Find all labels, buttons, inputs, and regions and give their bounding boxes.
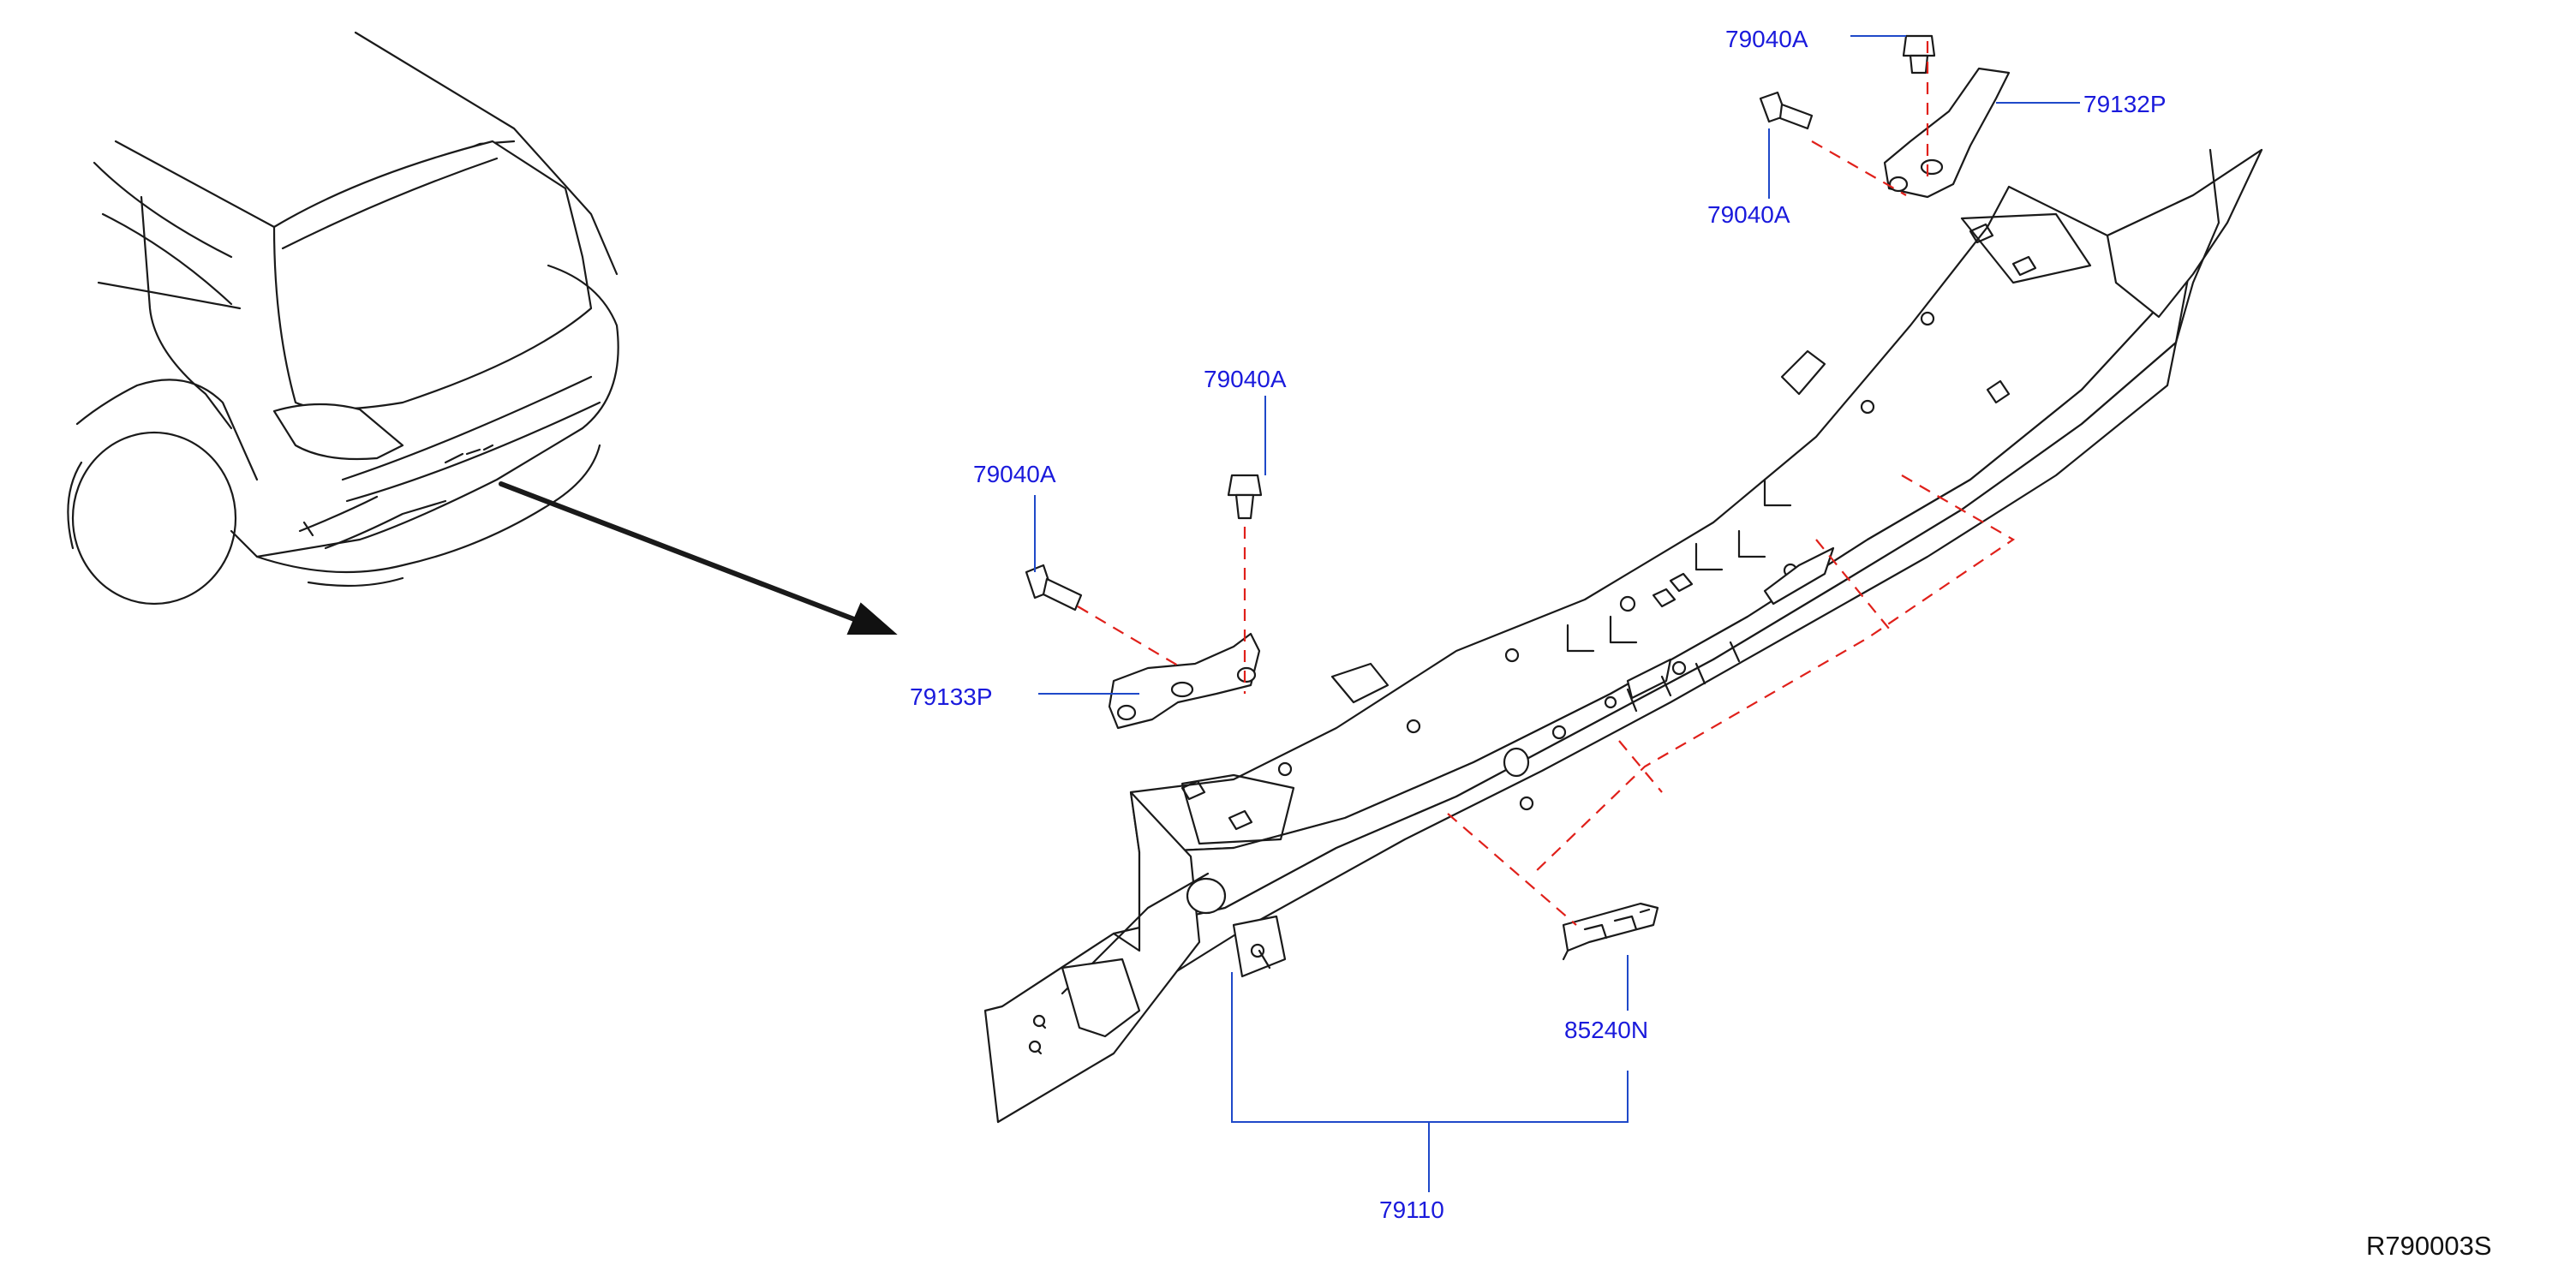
callout-79040a-middle-upper: 79040A: [1204, 366, 1287, 392]
rear-panel-79110: [983, 148, 2263, 1124]
diagram-reference-code: R790003S: [2366, 1231, 2492, 1261]
bracket-79132P: [1883, 67, 2011, 199]
callout-79132p: 79132P: [2083, 91, 2167, 117]
callout-79040a-middle-left: 79040A: [973, 461, 1056, 487]
leader-lines: [1034, 35, 2080, 1192]
clip-85240N: [1562, 902, 1659, 961]
callout-85240n: 85240N: [1564, 1017, 1648, 1043]
bracket-79133P: [1108, 632, 1261, 730]
bolt-top-right-lower: [1759, 91, 1814, 130]
callout-79040a-top-right-lower: 79040A: [1707, 201, 1790, 228]
callout-79040a-top-right-upper: 79040A: [1725, 26, 1808, 52]
callout-79133p: 79133P: [910, 683, 993, 710]
bolt-top-right-upper: [1902, 34, 1936, 75]
vehicle-rear-illustration: [67, 31, 898, 635]
callout-79110: 79110: [1379, 1196, 1444, 1223]
dashed-assembly-guides: [1077, 41, 2016, 926]
bolt-middle-upper: [1227, 474, 1263, 520]
bolt-middle-left: [1025, 564, 1083, 612]
